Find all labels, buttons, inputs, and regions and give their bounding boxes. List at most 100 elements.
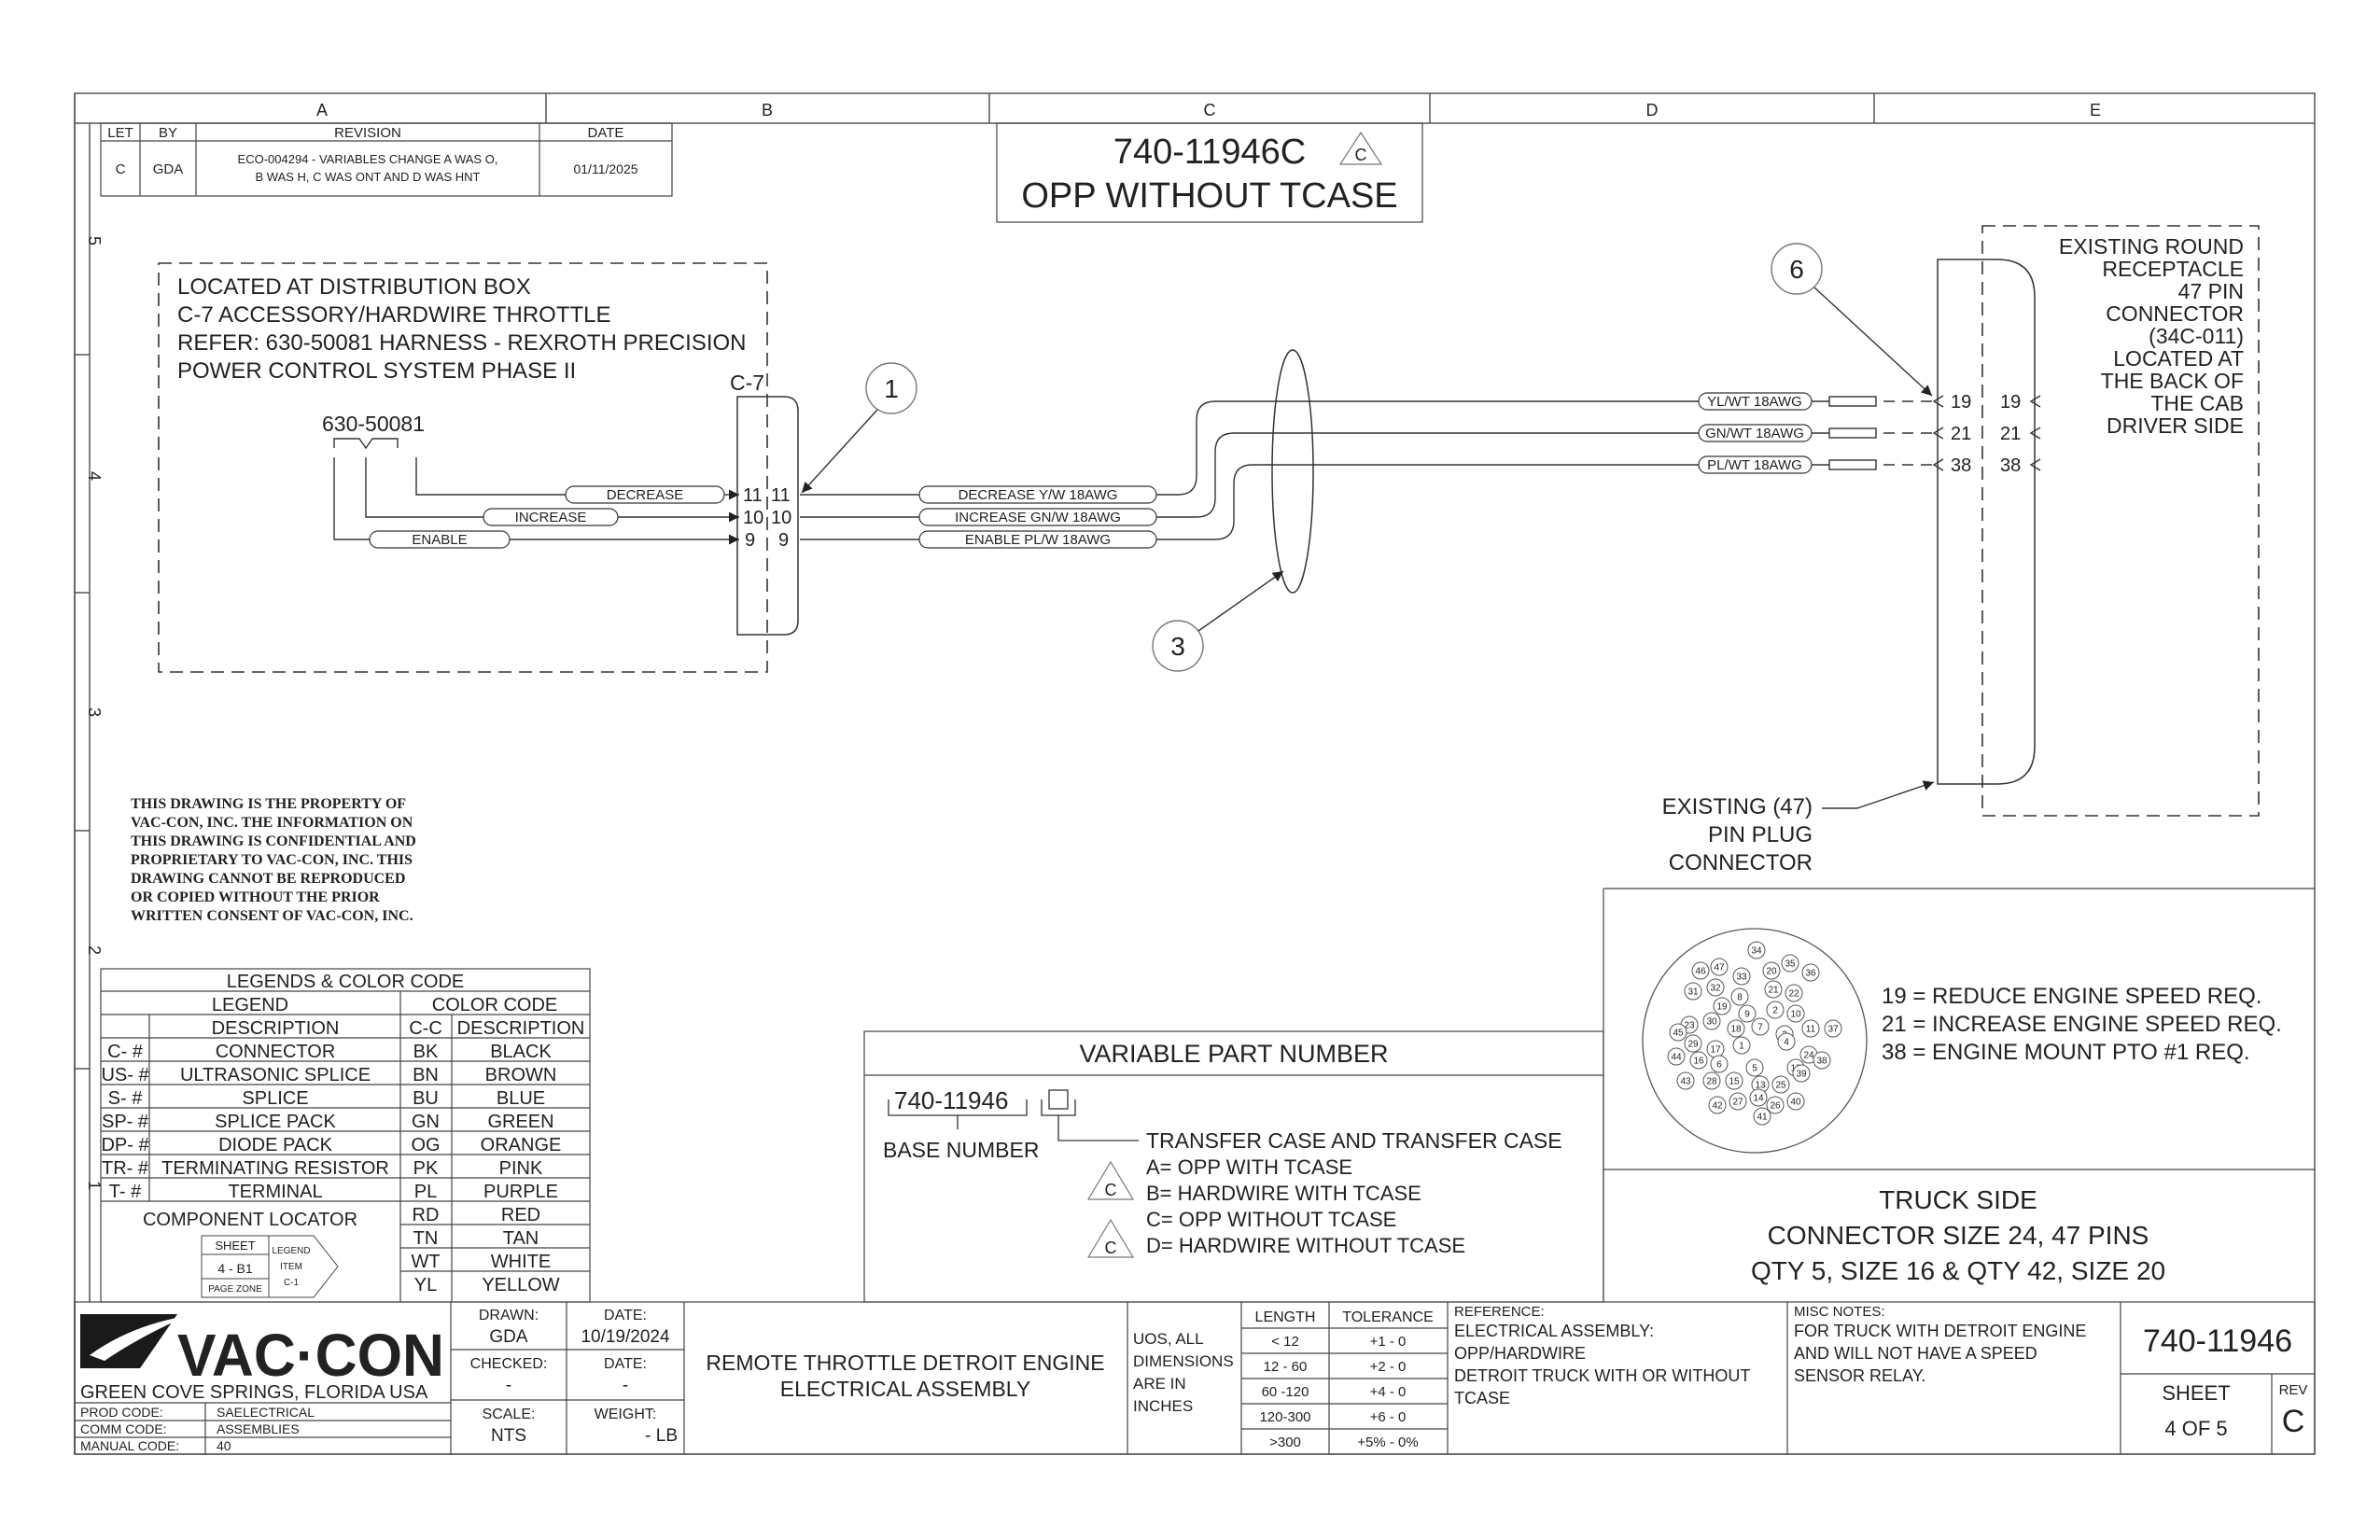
title-subtitle: OPP WITHOUT TCASE xyxy=(1021,176,1397,216)
zone-label-1: 1 xyxy=(85,1181,104,1190)
connector-pin-number: 10 xyxy=(1790,1010,1801,1020)
pin-note-38: 38 = ENGINE MOUNT PTO #1 REQ. xyxy=(1882,1040,2250,1065)
receptacle-pin-19: 19 xyxy=(2000,392,2021,413)
connector-pin-number: 13 xyxy=(1755,1081,1766,1091)
variable-title: VARIABLE PART NUMBER xyxy=(1079,1040,1388,1068)
weight-label: WEIGHT: xyxy=(595,1407,657,1422)
harness-wire-increase-tag xyxy=(918,508,1157,526)
connector-pin-hole xyxy=(1771,1075,1790,1094)
zone-label-3: 3 xyxy=(85,707,104,717)
connector-pin-hole xyxy=(1713,997,1731,1015)
dist-note-line3: REFER: 630-50081 HARNESS - REXROTH PRECI… xyxy=(177,330,747,356)
date2-value: - xyxy=(623,1376,628,1395)
connector-pin-number: 45 xyxy=(1673,1029,1684,1039)
prod-code-label: PROD CODE: xyxy=(80,1405,163,1420)
receptacle-note-line7: THE BACK OF xyxy=(2101,369,2244,393)
uos-line2: DIMENSIONS xyxy=(1133,1352,1234,1370)
manual-code-label: MANUAL CODE: xyxy=(80,1438,179,1453)
truck-side-title: TRUCK SIDE xyxy=(1879,1185,2037,1214)
variable-base-part: 740-11946 xyxy=(894,1086,1008,1114)
connector-pin-number: 44 xyxy=(1671,1053,1682,1063)
receptacle-wire-19: YL/WT 18AWG xyxy=(1707,394,1802,410)
connector-pin-hole xyxy=(1702,1012,1721,1030)
connector-pin-hole xyxy=(1781,954,1799,973)
connector-pin-hole xyxy=(1684,1034,1702,1053)
connector-pin-hole xyxy=(1710,1055,1729,1073)
legend-code-1: C- # xyxy=(107,1042,144,1062)
reference-line3: DETROIT TRUCK WITH OR WITHOUT xyxy=(1454,1366,1750,1385)
connector-pin-number: 18 xyxy=(1730,1025,1742,1035)
tol-length-2: 12 - 60 xyxy=(1264,1359,1308,1375)
zone-label-c: C xyxy=(1204,101,1216,119)
rev-let: C xyxy=(116,161,126,177)
uos-line3: ARE IN xyxy=(1133,1375,1186,1393)
connector-pin-number: 30 xyxy=(1706,1017,1717,1028)
variable-option-d: D= HARDWIRE WITHOUT TCASE xyxy=(1146,1234,1465,1257)
option-flag-icon xyxy=(1086,1160,1135,1200)
rev-header-date: DATE xyxy=(588,125,624,141)
connector-pin-hole xyxy=(1749,1088,1768,1107)
legend-desc-6: TERMINATING RESISTOR xyxy=(161,1158,389,1179)
zone-labels: A B C D E 5 4 3 2 1 xyxy=(85,101,2101,1190)
connector-pin-hole xyxy=(1725,1071,1743,1090)
connector-pin-number: 36 xyxy=(1805,969,1816,979)
variable-option-c: C= OPP WITHOUT TCASE xyxy=(1146,1208,1396,1231)
color-code-5: OG xyxy=(411,1135,440,1155)
receptacle-wire-21-tag xyxy=(1698,424,1813,442)
connector-pin-number: 34 xyxy=(1751,946,1762,957)
color-desc-2: BROWN xyxy=(485,1065,557,1085)
scale-label: SCALE: xyxy=(483,1407,536,1422)
legend-desc-5: DIODE PACK xyxy=(218,1135,333,1155)
connector-pin-number: 29 xyxy=(1687,1040,1699,1050)
color-code-header: COLOR CODE xyxy=(432,995,557,1015)
plug-note-line3: CONNECTOR xyxy=(1669,850,1813,875)
legend-code-7: T- # xyxy=(109,1182,142,1202)
connector-pin-number: 27 xyxy=(1732,1098,1743,1108)
plug-and-receptacle: EXISTING ROUND RECEPTACLE 47 PIN CONNECT… xyxy=(1662,225,2260,875)
connector-pin-hole xyxy=(1730,987,1749,1006)
tol-length-1: < 12 xyxy=(1271,1334,1299,1350)
color-desc-1: BLACK xyxy=(490,1042,552,1062)
connector-pin-hole xyxy=(1727,1019,1745,1038)
balloon-3: 3 xyxy=(1170,632,1185,661)
color-code-3: BU xyxy=(413,1088,439,1109)
c7-pin-right-10: 10 xyxy=(771,508,791,528)
misc-note-line1: FOR TRUCK WITH DETROIT ENGINE xyxy=(1794,1322,2086,1340)
connector-pin-hole xyxy=(1732,967,1751,986)
connector-pin-number: 11 xyxy=(1806,1025,1816,1035)
receptacle-note-line8: THE CAB xyxy=(2150,391,2244,415)
connector-pin-hole xyxy=(1708,1096,1727,1114)
receptacle-note-line1: EXISTING ROUND xyxy=(2059,234,2244,259)
color-desc-9: TAN xyxy=(503,1228,539,1249)
connector-pin-number: 46 xyxy=(1695,967,1706,977)
connector-pin-hole xyxy=(1777,1032,1796,1051)
legend-desc-1: CONNECTOR xyxy=(216,1042,336,1062)
connector-pin-number: 14 xyxy=(1753,1094,1764,1104)
wire-label-increase: INCREASE xyxy=(515,510,587,525)
connector-face-pins: 3446473320353631328212219921023301873113… xyxy=(1667,941,1842,1126)
connector-pin-hole xyxy=(1786,1004,1805,1023)
connector-pin-number: 23 xyxy=(1684,1021,1695,1031)
connector-pin-number: 37 xyxy=(1827,1025,1839,1035)
connector-pin-number: 26 xyxy=(1770,1101,1781,1112)
connector-pin-hole xyxy=(1813,1051,1831,1070)
legend-desc-3: SPLICE xyxy=(242,1088,308,1109)
connector-pin-hole xyxy=(1792,1064,1811,1083)
zone-label-e: E xyxy=(2090,101,2101,119)
connector-pin-number: 8 xyxy=(1737,993,1743,1003)
wire-label-enable: ENABLE xyxy=(412,532,467,548)
option-flag-icon xyxy=(1086,1218,1135,1258)
drawing-title-line2: ELECTRICAL ASSEMBLY xyxy=(780,1377,1030,1401)
receptacle-note-line9: DRIVER SIDE xyxy=(2107,413,2244,438)
c7-pin-left-10: 10 xyxy=(743,508,763,528)
comm-code-value: ASSEMBLIES xyxy=(217,1421,300,1436)
c7-pin-right-11: 11 xyxy=(771,485,791,506)
balloon-1: 1 xyxy=(884,374,899,403)
connector-pin-hole xyxy=(1766,1096,1785,1114)
weight-value: - LB xyxy=(645,1426,678,1446)
connector-pin-hole xyxy=(1786,1092,1805,1111)
connector-pin-number: 6 xyxy=(1716,1060,1722,1071)
locator-legend-label: LEGEND xyxy=(272,1246,310,1256)
connector-pin-hole xyxy=(1801,963,1820,982)
legend-code-2: US- # xyxy=(101,1065,149,1085)
